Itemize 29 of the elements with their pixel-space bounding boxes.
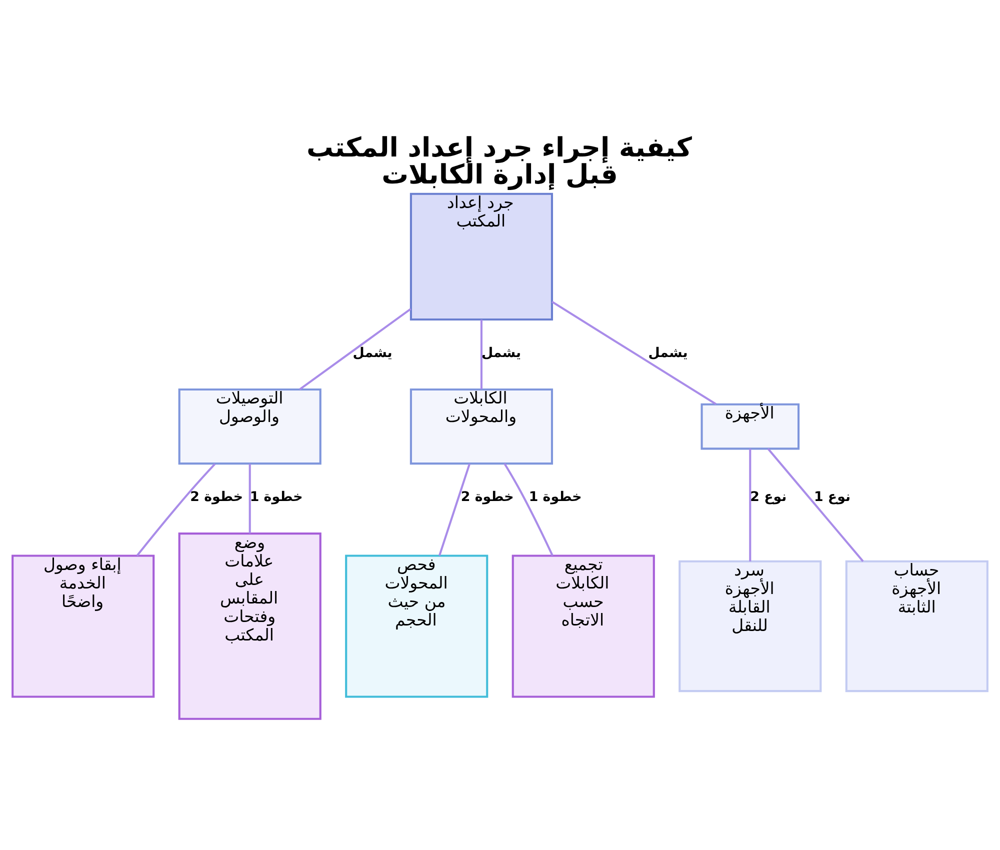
diagram-title: كيفية إجراء جرد إعداد المكتب قبل إدارة الكابلات xyxy=(306,132,692,190)
node-box: وضع علامات على المقابس وفتحات المكتب xyxy=(178,532,322,720)
node-box: الكابلات والمحولات xyxy=(410,388,554,464)
connector xyxy=(438,463,471,556)
node-box: التوصيلات والوصول xyxy=(178,388,322,464)
connector xyxy=(749,448,752,561)
edge-label: يشمل xyxy=(481,345,522,360)
connector xyxy=(480,319,482,389)
node-box: فحص المحولات من حيث الحجم xyxy=(345,554,488,698)
connector xyxy=(299,308,412,390)
node-box: سرد الأجهزة القابلة للنقل xyxy=(678,560,822,692)
edge-label: نوع 1 xyxy=(814,490,850,505)
connector xyxy=(248,463,251,533)
node-box: الأجهزة xyxy=(700,402,800,450)
edge-label: يشمل xyxy=(352,345,392,360)
edge-label: خطوة 2 xyxy=(190,490,244,505)
connector xyxy=(504,462,554,556)
node-box: تجميع الكابلات حسب الاتجاه xyxy=(512,554,655,698)
edge-label: يشمل xyxy=(648,345,688,360)
edge-label: خطوة 1 xyxy=(528,490,582,505)
node-box: حساب الأجهزة الثابتة xyxy=(845,560,988,692)
node-box: إبقاء وصول الخدمة واضحًا xyxy=(12,554,155,698)
edge-label: خطوة 2 xyxy=(460,490,514,505)
connector xyxy=(767,448,864,562)
edge-label: خطوة 1 xyxy=(250,490,303,505)
connector xyxy=(136,462,216,556)
edge-label: نوع 2 xyxy=(750,490,787,505)
node-box: جرد إعداد المكتب xyxy=(410,192,554,320)
connector xyxy=(552,300,717,405)
